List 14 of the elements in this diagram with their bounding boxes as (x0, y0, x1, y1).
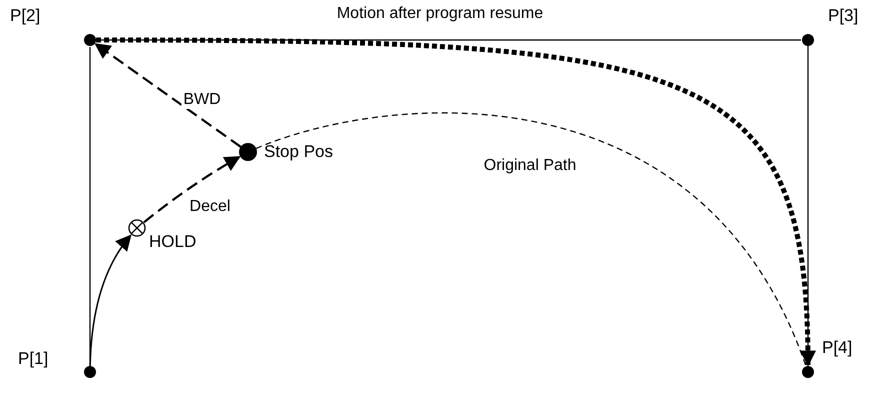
path-line (256, 112, 806, 366)
arrow (89, 234, 132, 366)
edge-label: Original Path (482, 157, 578, 175)
point-label: Stop Pos (264, 142, 333, 162)
point-label: P[4] (822, 338, 852, 358)
point-label: P[1] (18, 349, 48, 369)
frame-line (89, 47, 91, 366)
point-label: P[3] (828, 6, 858, 26)
point-label: HOLD (149, 232, 196, 252)
edge-label: BWD (181, 91, 223, 109)
point-label: P[2] (10, 6, 40, 26)
arrow (94, 43, 242, 148)
arrow (96, 38, 816, 367)
arrow (143, 156, 241, 224)
